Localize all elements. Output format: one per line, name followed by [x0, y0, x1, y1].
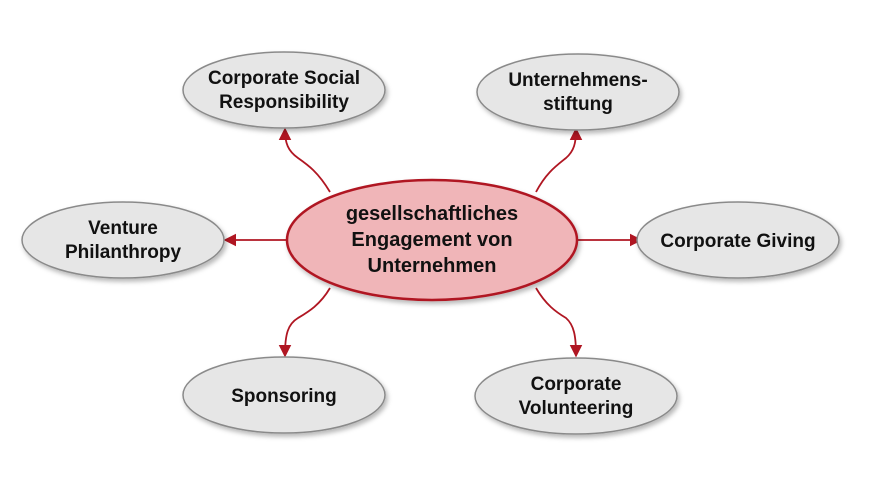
- connectors: [223, 127, 643, 358]
- node-csr-line1: Corporate Social: [208, 68, 360, 89]
- center-node-shape: [285, 178, 579, 302]
- center-node-line3: Unternehmen: [368, 255, 497, 277]
- node-volunteering-shape: [474, 357, 678, 435]
- node-venture-shape: [21, 201, 225, 279]
- node-sponsoring: Sponsoring: [182, 356, 386, 434]
- node-giving: Corporate Giving: [636, 201, 840, 279]
- node-venture: Venture Philanthropy: [21, 201, 225, 279]
- center-node-line2: Engagement von: [351, 229, 512, 251]
- node-giving-label: Corporate Giving: [660, 231, 815, 252]
- node-volunteering-line1: Corporate: [531, 374, 622, 395]
- connector-to-sponsoring: [278, 287, 331, 358]
- node-venture-line2: Philanthropy: [65, 242, 182, 263]
- node-stiftung-line1: Unternehmens-: [508, 70, 647, 91]
- node-sponsoring-shape: [182, 356, 386, 434]
- node-stiftung-line2: stiftung: [543, 94, 613, 115]
- connector-to-csr: [278, 127, 331, 193]
- center-node: gesellschaftliches Engagement von Untern…: [285, 178, 579, 302]
- node-stiftung-shape: [476, 53, 680, 131]
- node-csr-line2: Responsibility: [219, 92, 349, 113]
- node-csr-shape: [182, 51, 386, 129]
- connector-to-stiftung: [535, 127, 583, 193]
- node-volunteering-line2: Volunteering: [519, 398, 634, 419]
- node-stiftung: Unternehmens- stiftung: [476, 53, 680, 131]
- node-csr: Corporate Social Responsibility: [182, 51, 386, 129]
- node-giving-shape: [636, 201, 840, 279]
- connector-to-volunteering: [535, 287, 583, 358]
- center-node-line1: gesellschaftliches: [346, 203, 518, 225]
- node-volunteering: Corporate Volunteering: [474, 357, 678, 435]
- node-sponsoring-label: Sponsoring: [231, 386, 337, 407]
- node-venture-line1: Venture: [88, 218, 158, 239]
